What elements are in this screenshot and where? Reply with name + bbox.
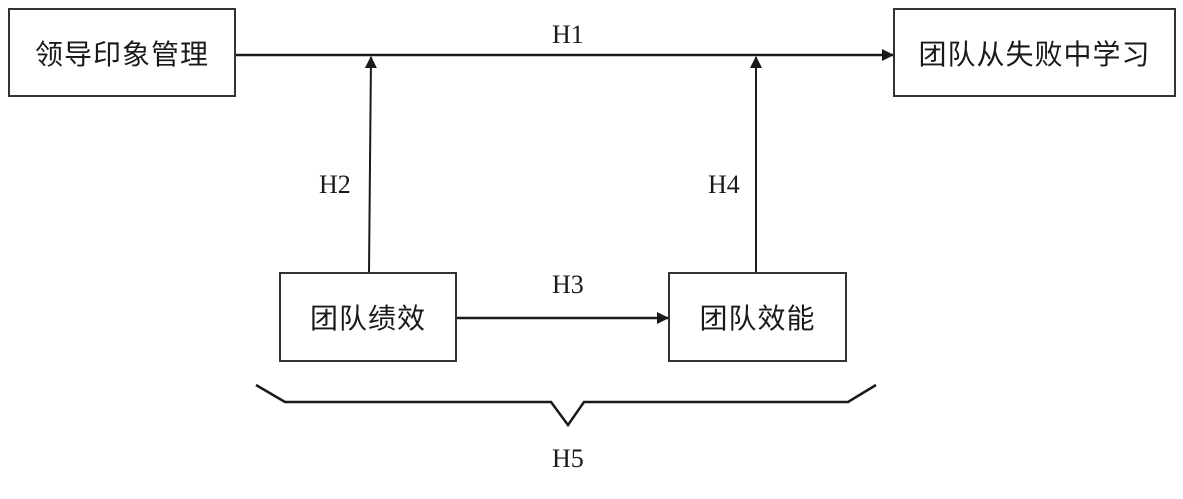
node-team-efficacy: 团队效能	[668, 272, 847, 362]
arrow-h2	[364, 56, 377, 273]
node-team-performance: 团队绩效	[279, 272, 457, 362]
node-team-learning-from-failure: 团队从失败中学习	[893, 8, 1176, 97]
label-h4: H4	[708, 170, 740, 199]
brace-h5	[255, 383, 877, 428]
label-h3: H3	[552, 270, 584, 299]
label-h1: H1	[552, 20, 584, 49]
node-leader-impression-management: 领导印象管理	[8, 8, 236, 97]
label-h2: H2	[319, 170, 351, 199]
label-h5: H5	[552, 444, 584, 473]
